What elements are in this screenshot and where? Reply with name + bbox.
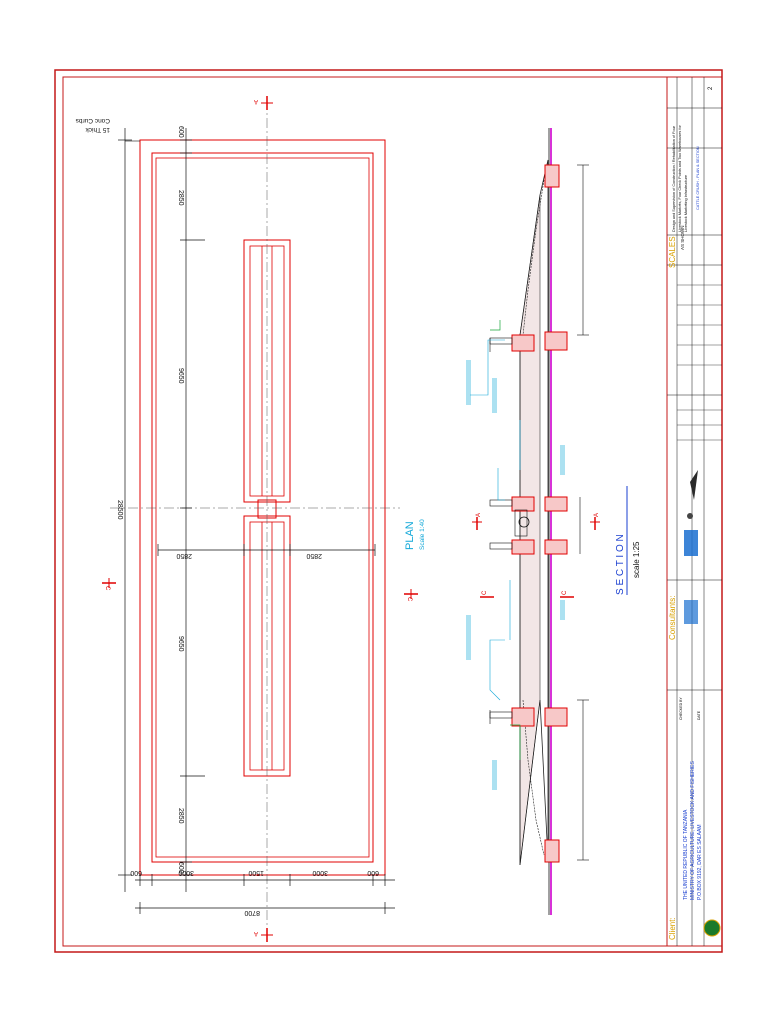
dim-overall-width: 8700	[244, 909, 260, 916]
client-line2: MINISTRY OF AGRICULTURE, LIVESTOCK AND F…	[690, 761, 696, 900]
ramp-fill	[519, 194, 541, 866]
dim-short-1500: 1500	[248, 869, 264, 876]
section-mark-c-right: C	[406, 597, 412, 602]
dim-9650-upper: 9650	[177, 368, 184, 384]
section-mark-a-bottom: A	[254, 930, 258, 936]
consultants-heading: Consultants:	[668, 596, 677, 640]
plan-title: PLAN	[404, 521, 416, 550]
section-scale: scale 1:25	[632, 541, 641, 578]
crush-gate	[514, 509, 528, 537]
title-block: Client: THE UNITED REPUBLIC OF TANZANIA …	[666, 76, 723, 947]
plan-outer-curb	[139, 139, 386, 876]
checked-label: CHECKED BY	[679, 697, 683, 720]
client-heading: Client:	[668, 917, 677, 940]
dim-2850-bottom: 2850	[177, 808, 184, 824]
tanzania-coat-of-arms	[703, 919, 721, 937]
plan-curb-inner	[151, 152, 374, 863]
inner-sheet-border	[62, 76, 668, 947]
section-callouts	[470, 339, 521, 701]
dim-short-3000-right: 3000	[312, 869, 328, 876]
plan-dimension-chain-short	[135, 874, 395, 914]
curb-note-line2: Conc Curbs	[75, 117, 110, 124]
steel-posts	[489, 337, 513, 724]
dim-overall-length: 28500	[116, 500, 123, 520]
curb-note-line1: 15 Thick	[85, 126, 110, 133]
date-label: DATE	[697, 710, 701, 720]
client-line1: THE UNITED REPUBLIC OF TANZANIA	[683, 809, 689, 900]
section-mark-c-left: C	[482, 590, 488, 595]
scales-value: AS SHOWN	[680, 225, 685, 250]
plan-scale: Scale 1:40	[419, 519, 426, 550]
project-line2: Livestock Markets, Four Check Points and…	[678, 124, 682, 232]
drawing-title: CATTLE CRUSH - PLAN & SECTION	[696, 146, 700, 210]
drain-pipe	[518, 516, 530, 528]
dim-short-600-left: 600	[130, 869, 142, 876]
plan-view: A A C C 600 2850 9650 9650 2850 600	[75, 96, 426, 942]
outer-sheet-border	[54, 69, 723, 953]
dim-inner-left: 2850	[176, 552, 192, 559]
concrete-footings	[511, 164, 568, 863]
dim-short-600-right: 600	[367, 869, 379, 876]
dim-2850-top: 2850	[177, 190, 184, 206]
client-line3: P.O.BOX 9192, DAR ES SALAAM	[697, 825, 703, 901]
plan-dimension-chain-long	[118, 128, 205, 892]
dim-short-3000-left: 3000	[178, 869, 194, 876]
section-view: A A C C S E C T I O N scale 1:25	[466, 128, 641, 915]
section-mark-a-left: A	[476, 513, 482, 517]
section-callouts-green	[490, 320, 521, 760]
plan-dimension-inner	[157, 544, 376, 556]
section-mark-a-right: A	[594, 513, 600, 517]
sheet-number: 2	[708, 86, 714, 90]
plan-slab-edge	[155, 157, 370, 858]
section-mark-c-right: C	[562, 590, 568, 595]
section-dimensions	[577, 164, 589, 861]
dim-9650-lower: 9650	[177, 636, 184, 652]
project-line3: Livestock Marketing Infrastructure	[684, 175, 688, 232]
consultant-logos	[684, 470, 698, 624]
dim-inner-right: 2850	[306, 552, 322, 559]
dim-600-bottom: 600	[177, 862, 184, 874]
section-mark-a-top: A	[254, 98, 258, 104]
section-title: S E C T I O N	[615, 534, 626, 595]
scales-heading: SCALES	[668, 236, 677, 268]
section-mark-c-left: C	[104, 586, 110, 591]
project-line1: Design and Supervision of Construction /…	[672, 125, 676, 232]
dim-600-top: 600	[177, 126, 184, 138]
